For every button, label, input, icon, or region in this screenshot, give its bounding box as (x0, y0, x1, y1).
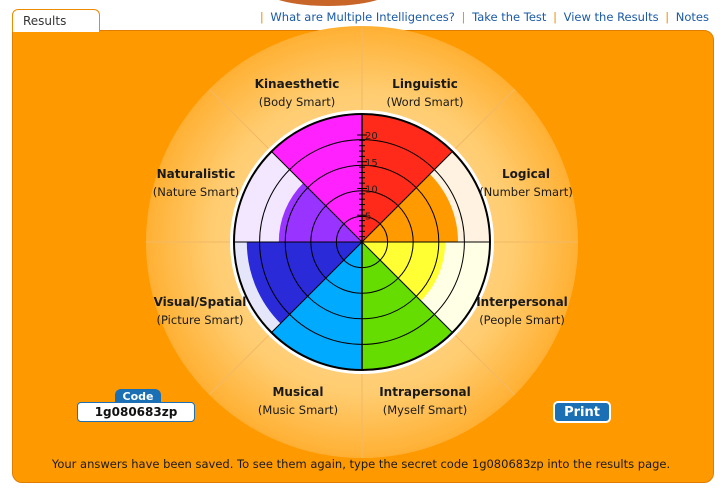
sublabel-musical: (Music Smart) (258, 403, 338, 417)
tab-results[interactable]: Results (12, 9, 100, 32)
wheel-spoke (361, 241, 453, 333)
sublabel-logical: (Number Smart) (479, 185, 573, 199)
print-button[interactable]: Print (553, 401, 611, 423)
nav-separator: | (259, 10, 264, 24)
label-intrapersonal: Intrapersonal (379, 385, 471, 399)
nav-separator: | (553, 10, 557, 24)
header-decoration (262, 0, 394, 6)
label-musical: Musical (272, 385, 323, 399)
score-wedge-linguistic (362, 114, 453, 242)
nav-separator: | (665, 10, 670, 24)
scale-tick-label: 20 (365, 131, 378, 142)
code-field[interactable] (77, 402, 195, 422)
sublabel-kinaesthetic: (Body Smart) (259, 95, 335, 109)
score-wedge-kinaesthetic (271, 114, 362, 242)
sublabel-interpersonal: (People Smart) (479, 313, 565, 327)
label-interpersonal: Interpersonal (476, 295, 568, 309)
nav-link-take-test[interactable]: Take the Test (472, 10, 547, 24)
scale-tick-label: 15 (365, 158, 378, 169)
scale-tick-label: 10 (365, 185, 378, 196)
code-label: Code (115, 389, 161, 405)
score-wedge-intrapersonal (362, 242, 453, 370)
label-linguistic: Linguistic (392, 77, 458, 91)
score-wedge-logical (362, 174, 458, 242)
label-visual-spatial: Visual/Spatial (154, 295, 247, 309)
sublabel-intrapersonal: (Myself Smart) (383, 403, 467, 417)
saved-message: Your answers have been saved. To see the… (51, 457, 671, 471)
wheel-spoke (271, 241, 363, 333)
wheel-spoke (361, 151, 453, 243)
sublabel-visual-spatial: (Picture Smart) (157, 313, 244, 327)
nav-separator: | (461, 10, 466, 24)
tab-results-label: Results (23, 14, 67, 28)
sublabel-linguistic: (Word Smart) (387, 95, 464, 109)
label-logical: Logical (502, 167, 550, 181)
score-wedge-musical (271, 242, 362, 370)
label-kinaesthetic: Kinaesthetic (255, 77, 340, 91)
label-naturalistic: Naturalistic (157, 167, 236, 181)
top-nav: | What are Multiple Intelligences? | Tak… (257, 10, 709, 24)
score-wedge-visual-spatial (246, 242, 362, 324)
scale-tick-label: 5 (365, 211, 371, 222)
nav-link-what-are-mi[interactable]: What are Multiple Intelligences? (270, 10, 455, 24)
nav-link-view-results[interactable]: View the Results (563, 10, 659, 24)
wheel-spoke (271, 151, 363, 243)
nav-link-notes[interactable]: Notes (675, 10, 709, 24)
sublabel-naturalistic: (Nature Smart) (153, 185, 239, 199)
